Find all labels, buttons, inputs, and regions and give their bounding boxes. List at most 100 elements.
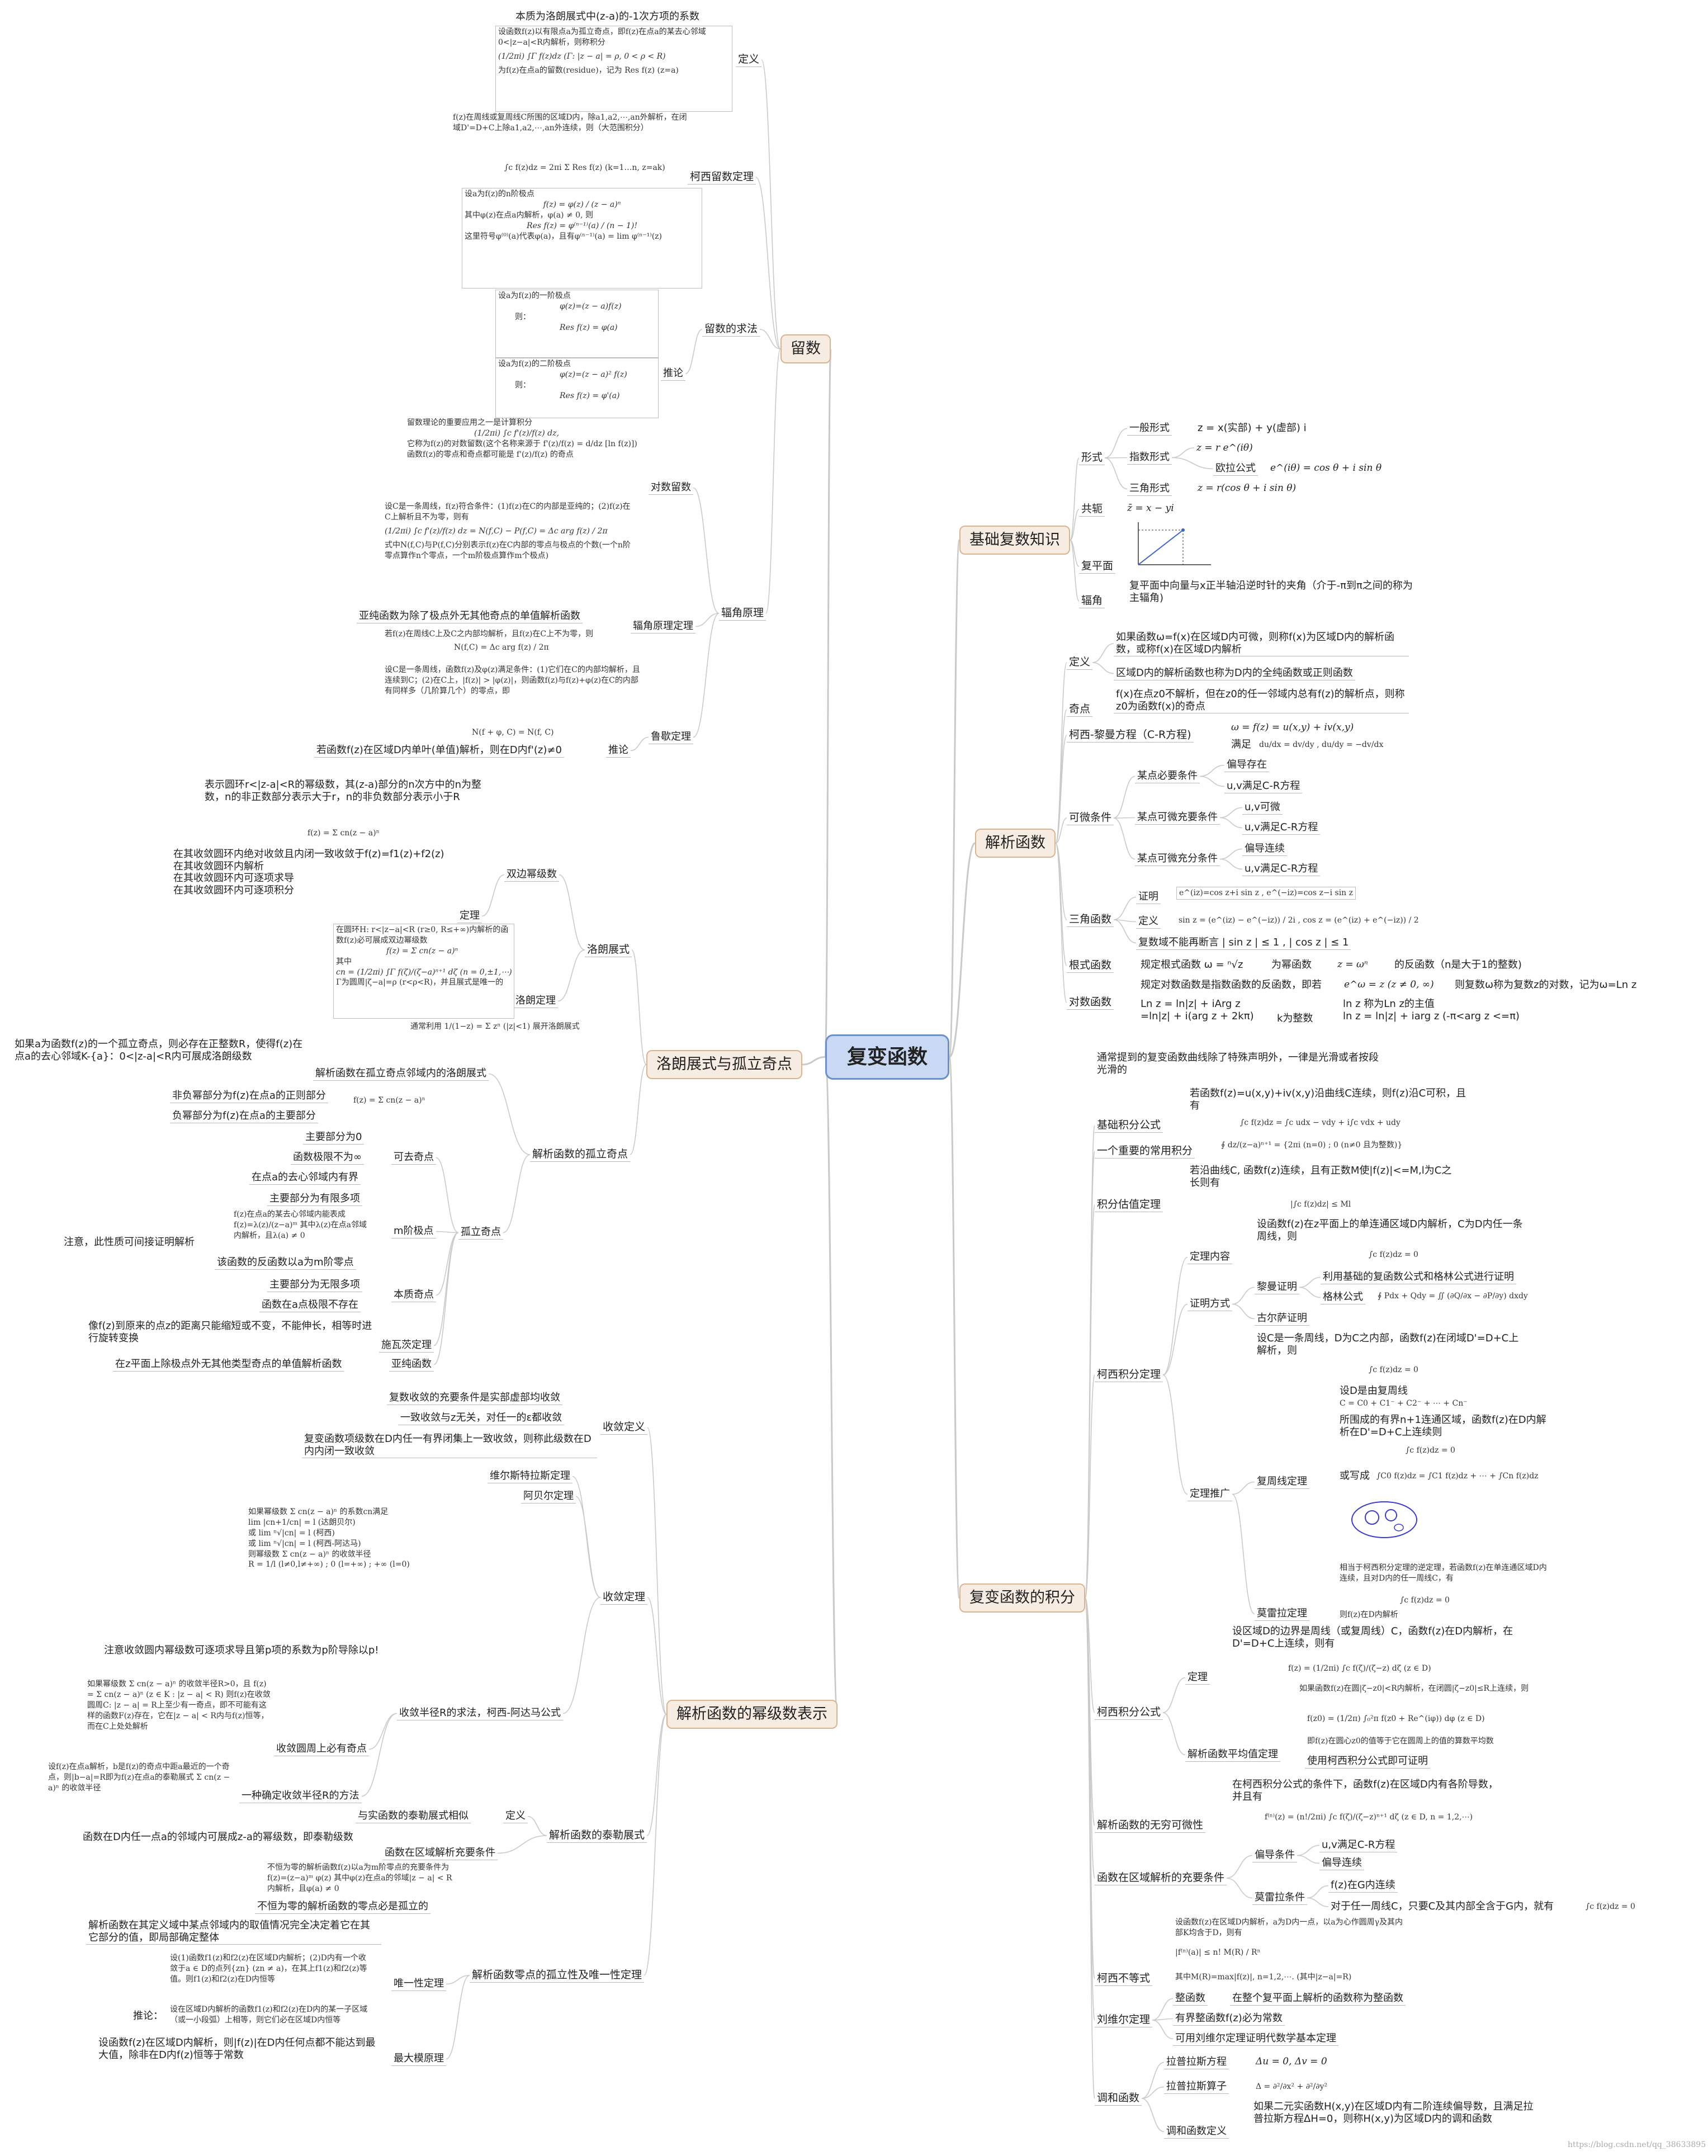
lau-mero[interactable]: 亚纯函数	[389, 1358, 434, 1372]
root-node[interactable]: 复变函数	[825, 1034, 950, 1080]
an-root[interactable]: 根式函数	[1067, 958, 1114, 973]
int-mo[interactable]: 莫雷拉条件	[1252, 1891, 1307, 1905]
lau-thm[interactable]: 定理	[457, 909, 482, 923]
res-principle[interactable]: 辐角原理定理	[631, 620, 695, 633]
ser-taylor-cond[interactable]: 函数在区域解析充要条件	[382, 1846, 498, 1860]
branch-analytic[interactable]: 解析函数	[975, 829, 1056, 858]
int-liouville[interactable]: 刘维尔定理	[1095, 2013, 1153, 2027]
lau-pole[interactable]: m阶极点	[391, 1224, 436, 1238]
int-harmonic[interactable]: 调和函数	[1095, 2091, 1142, 2106]
ser-uniq-cor[interactable]: 推论：	[133, 2010, 163, 2022]
lau-lf: f(z) = Σ cn(z − a)ⁿ	[386, 946, 458, 956]
an-trig[interactable]: 三角函数	[1067, 912, 1114, 927]
int-cauchy-content[interactable]: 定理内容	[1187, 1250, 1232, 1264]
branch-series[interactable]: 解析函数的幂级数表示	[666, 1700, 838, 1729]
res-principle-t3: 若f(z)在周线C上及C之内部均解析，且f(z)在C上不为零，则	[385, 630, 594, 639]
int-cauchy-method[interactable]: 证明方式	[1187, 1297, 1232, 1311]
branch-laurent[interactable]: 洛朗展式与孤立奇点	[646, 1050, 802, 1080]
int-pd[interactable]: 偏导条件	[1252, 1848, 1297, 1862]
lau-laurent-thm[interactable]: 洛朗定理	[513, 994, 558, 1008]
an-diff-sn[interactable]: 某点可微充要条件	[1135, 811, 1220, 825]
res-cauchy[interactable]: 柯西留数定理	[688, 170, 756, 185]
an-diff-nec[interactable]: 某点必要条件	[1135, 769, 1200, 783]
int-multi-m2: 所围成的有界n+1连通区域，函数f(z)在D内解析在D'=D+C上连续则	[1340, 1414, 1546, 1438]
int-cauchy-ext[interactable]: 定理推广	[1187, 1487, 1232, 1501]
ser-zeros[interactable]: 解析函数零点的孤立性及唯一性定理	[470, 1968, 645, 1983]
res-rouche-cor[interactable]: 推论	[606, 744, 631, 758]
int-entire[interactable]: 整函数	[1173, 1992, 1208, 2006]
int-morera[interactable]: 莫雷拉定理	[1255, 1607, 1309, 1621]
basic-exp[interactable]: 指数形式	[1127, 451, 1172, 465]
lau-expand[interactable]: 洛朗展式	[585, 943, 632, 957]
lau-e1: 主要部分为无限多项	[267, 1278, 362, 1292]
lau-isolated[interactable]: 解析函数的孤立奇点	[530, 1147, 631, 1162]
int-formula[interactable]: 柯西积分公式	[1095, 1705, 1163, 1720]
lau-e2: 函数在a点极限不存在	[259, 1298, 361, 1312]
int-estimate[interactable]: 积分估值定理	[1095, 1198, 1163, 1212]
lau-bilateral[interactable]: 双边幂级数	[504, 868, 559, 882]
lau-iso[interactable]: 孤立奇点	[458, 1226, 503, 1240]
lau-near[interactable]: 解析函数在孤立奇点邻域内的洛朗展式	[313, 1067, 489, 1081]
int-multi[interactable]: 复周线定理	[1255, 1475, 1309, 1489]
int-mean[interactable]: 解析函数平均值定理	[1185, 1748, 1280, 1762]
ser-abel[interactable]: 阿贝尔定理	[521, 1490, 576, 1503]
int-formula-def[interactable]: 定理	[1185, 1671, 1210, 1685]
an-singular[interactable]: 奇点	[1067, 702, 1093, 717]
ser-taylor[interactable]: 解析函数的泰勒展式	[547, 1828, 647, 1843]
int-ineq[interactable]: 柯西不等式	[1095, 1971, 1153, 1986]
ser-taylor-def[interactable]: 定义	[503, 1809, 528, 1823]
lau-p4: 该函数的反函数以a为m阶零点	[215, 1256, 356, 1270]
ser-radius[interactable]: 收敛半径R的求法，柯西-阿达马公式	[397, 1706, 564, 1720]
res-def[interactable]: 定义	[736, 53, 762, 67]
basic-arg[interactable]: 辐角	[1079, 594, 1105, 608]
lau-essential[interactable]: 本质奇点	[391, 1288, 436, 1302]
basic-conj[interactable]: 共轭	[1079, 502, 1105, 517]
an-log[interactable]: 对数函数	[1067, 995, 1114, 1010]
res-principle-f2: N(f,C) = Δc arg f(z) / 2π	[454, 643, 549, 652]
lau-removable[interactable]: 可去奇点	[391, 1151, 436, 1165]
an-def[interactable]: 定义	[1067, 655, 1093, 670]
basic-forms[interactable]: 形式	[1079, 451, 1105, 465]
an-cr[interactable]: 柯西-黎曼方程（C-R方程)	[1067, 728, 1194, 743]
ser-uniq[interactable]: 唯一性定理	[391, 1977, 446, 1991]
multi-contour-sketch	[1351, 1501, 1417, 1538]
branch-basic[interactable]: 基础复数知识	[959, 526, 1070, 555]
int-mean-t: 如果函数f(z)在圆|ζ−z0|<R内解析，在闭圆|ζ−z0|≤R上连续，则	[1299, 1684, 1529, 1693]
int-infinite[interactable]: 解析函数的无穷可微性	[1095, 1818, 1206, 1833]
an-diff-suf[interactable]: 某点可微充分条件	[1135, 852, 1220, 866]
int-nec-suf[interactable]: 函数在区域解析的充要条件	[1095, 1871, 1227, 1885]
connector	[562, 1597, 601, 1714]
res-log[interactable]: 对数留数	[649, 481, 693, 495]
ser-unique[interactable]: 一种确定收敛半径R的方法	[239, 1789, 362, 1803]
ser-circle[interactable]: 收敛圆周上必有奇点	[274, 1742, 369, 1756]
int-common[interactable]: 一个重要的常用积分	[1095, 1144, 1195, 1159]
ser-theorem[interactable]: 收敛定理	[600, 1590, 648, 1605]
res-calc-cor[interactable]: 推论	[661, 367, 685, 381]
res-calc[interactable]: 留数的求法	[702, 322, 760, 337]
lau-picard[interactable]: 施瓦茨定理	[379, 1339, 434, 1353]
int-green[interactable]: 格林公式	[1321, 1290, 1365, 1304]
int-laplace-op[interactable]: 拉普拉斯算子	[1164, 2080, 1229, 2094]
int-goursat[interactable]: 古尔萨证明	[1255, 1312, 1309, 1326]
branch-integral[interactable]: 复变函数的积分	[959, 1583, 1085, 1613]
an-trig-def[interactable]: 定义	[1136, 915, 1161, 929]
res-log-f: (1/2πi) ∫c f'(z)/f(z) dz,	[474, 428, 559, 438]
int-riemann[interactable]: 黎曼证明	[1255, 1280, 1299, 1294]
int-basic[interactable]: 基础积分公式	[1095, 1118, 1163, 1133]
int-harmonic-def[interactable]: 调和函数定义	[1164, 2125, 1229, 2139]
int-laplace-eq[interactable]: 拉普拉斯方程	[1164, 2055, 1229, 2069]
connector	[1219, 848, 1243, 860]
an-diff[interactable]: 可微条件	[1067, 811, 1114, 825]
ser-weier[interactable]: 维尔斯特拉斯定理	[488, 1469, 573, 1483]
ser-maxmod[interactable]: 最大模原理	[391, 2052, 446, 2066]
res-arg[interactable]: 辐角原理	[719, 606, 767, 621]
res-rouche[interactable]: 鲁歇定理	[649, 730, 693, 744]
basic-general[interactable]: 一般形式	[1127, 422, 1172, 436]
ser-conv[interactable]: 收敛定义	[600, 1420, 648, 1435]
basic-euler[interactable]: 欧拉公式	[1213, 462, 1258, 476]
basic-trig[interactable]: 三角形式	[1127, 482, 1172, 496]
int-cauchy[interactable]: 柯西积分定理	[1095, 1368, 1163, 1382]
basic-plane[interactable]: 复平面	[1079, 559, 1116, 574]
branch-residue[interactable]: 留数	[780, 334, 831, 364]
an-trig-proof[interactable]: 证明	[1136, 890, 1161, 904]
